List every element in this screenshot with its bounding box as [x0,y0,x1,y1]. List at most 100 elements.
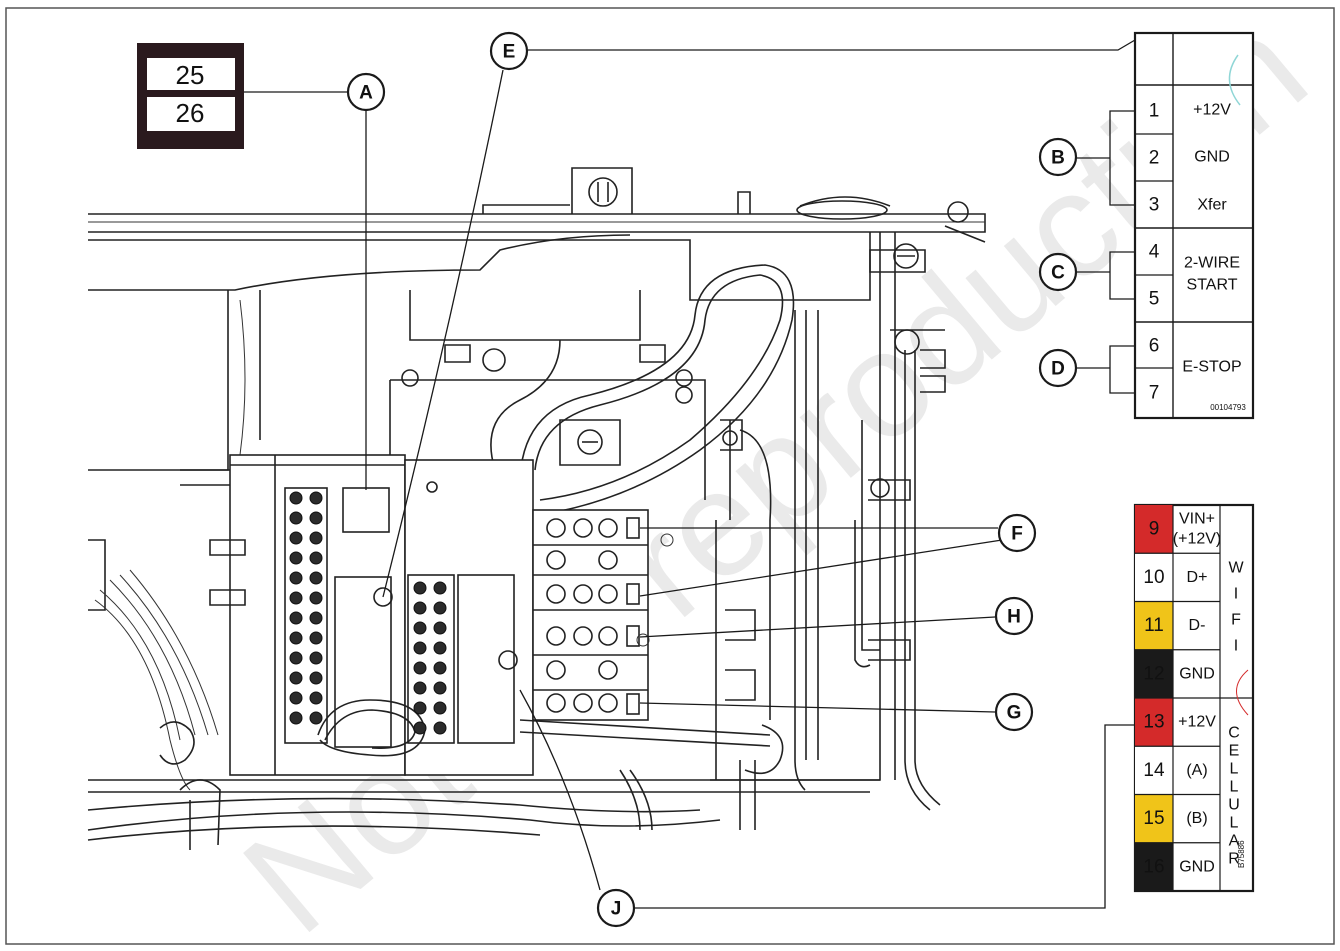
terminal-screw [433,641,447,655]
terminal-screw [433,581,447,595]
callout-label-H: H [1007,607,1021,628]
tb2-label2-9: (+12V) [1173,531,1221,548]
tb2-label-13: +12V [1178,714,1216,731]
terminal-screw [309,631,323,645]
wifi-letter: W [1228,560,1244,577]
relay-terminal-block [532,509,674,721]
tb2-num-16: 16 [1143,856,1164,877]
terminal-screw [289,571,303,585]
generator-control-panel-drawing [87,167,986,850]
tb1-num-3: 3 [1149,195,1160,216]
terminal-strip-right [413,581,447,735]
terminal-screw [413,601,427,615]
callout-label-C: C [1051,263,1065,284]
callout-A: A [346,72,386,112]
terminal-screw [309,551,323,565]
cellular-letter: L [1230,761,1239,778]
tb2-num-13: 13 [1143,712,1164,733]
terminal-screw [413,641,427,655]
leader-lines [244,39,1136,909]
terminal-screw [413,581,427,595]
terminal-block-1: 1 2 3 4 5 6 7 +12V GND Xfer 2-WIRE START… [1133,31,1255,420]
terminal-screw [433,721,447,735]
tb1-num-1: 1 [1149,101,1160,122]
terminal-screw [289,671,303,685]
tb2-num-11: 11 [1144,615,1164,636]
cellular-letter: R [1228,851,1240,868]
wifi-letter: I [1234,638,1238,655]
cellular-letter: L [1230,815,1239,832]
bracket-lines [1076,110,1135,394]
terminal-screw [433,661,447,675]
callout-J: J [596,888,636,928]
tb1-label-xfer: Xfer [1197,197,1227,214]
terminal-screw [309,491,323,505]
tb2-num-14: 14 [1143,760,1165,781]
terminal-screw [309,651,323,665]
terminal-screw [289,551,303,565]
terminal-screw [289,491,303,505]
terminal-screw [413,621,427,635]
terminal-screw [309,511,323,525]
tb1-label-gnd: GND [1194,149,1230,166]
tb2-label-15: (B) [1186,810,1207,827]
terminal-screw [413,701,427,715]
callout-label-E: E [503,42,516,63]
callout-D: D [1038,348,1078,388]
callout-E: E [489,31,529,71]
wifi-letter: I [1234,586,1238,603]
callout-G: G [994,692,1034,732]
callout-C: C [1038,252,1078,292]
terminal-screw [413,681,427,695]
terminal-strip-left [284,487,328,744]
tb1-label-2wire: 2-WIRE [1184,255,1240,272]
terminal-screw [309,691,323,705]
callout-label-J: J [611,899,622,920]
callout-label-B: B [1051,148,1065,169]
tb2-color-cell [1135,698,1173,747]
tb1-label-start: START [1187,277,1238,294]
tb2-color-cell [1135,601,1173,650]
inset-number-label: 25 26 [137,43,244,149]
inset-label-bottom: 26 [176,98,205,128]
terminal-screw [309,671,323,685]
tb2-label-10: D+ [1187,569,1208,586]
terminal-screw [289,611,303,625]
callout-label-F: F [1011,524,1023,545]
tb2-label-14: (A) [1186,762,1207,779]
terminal-screw [289,711,303,725]
tb2-label-9: VIN+ [1179,511,1215,528]
wifi-letter: F [1231,612,1241,629]
tb1-num-6: 6 [1149,336,1160,357]
tb2-color-cell [1135,553,1173,602]
terminal-screw [289,591,303,605]
diagram-border [5,7,1335,945]
cellular-letter: C [1228,725,1240,742]
terminal-screw [289,651,303,665]
tb2-label-11: D- [1189,617,1206,634]
tb2-num-15: 15 [1143,808,1164,829]
tb1-num-5: 5 [1149,289,1160,310]
tb2-label-16: GND [1179,858,1215,875]
tb2-color-cell [1135,746,1173,795]
tb2-label-12: GND [1179,665,1215,682]
terminal-screw [309,591,323,605]
cellular-letter: U [1228,797,1240,814]
tb2-part-number: B75886 [1237,840,1246,868]
tb2-num-9: 9 [1149,519,1160,540]
terminal-screw [289,691,303,705]
callout-B: B [1038,137,1078,177]
terminal-screw [309,711,323,725]
cellular-letter: E [1229,743,1240,760]
terminal-screw [433,621,447,635]
callout-F: F [997,513,1037,553]
callout-label-A: A [359,83,373,104]
tb1-num-4: 4 [1149,242,1160,263]
terminal-screw [433,701,447,715]
callout-H: H [994,596,1034,636]
terminal-screw [309,531,323,545]
callout-label-G: G [1007,703,1022,724]
terminal-screw [433,601,447,615]
